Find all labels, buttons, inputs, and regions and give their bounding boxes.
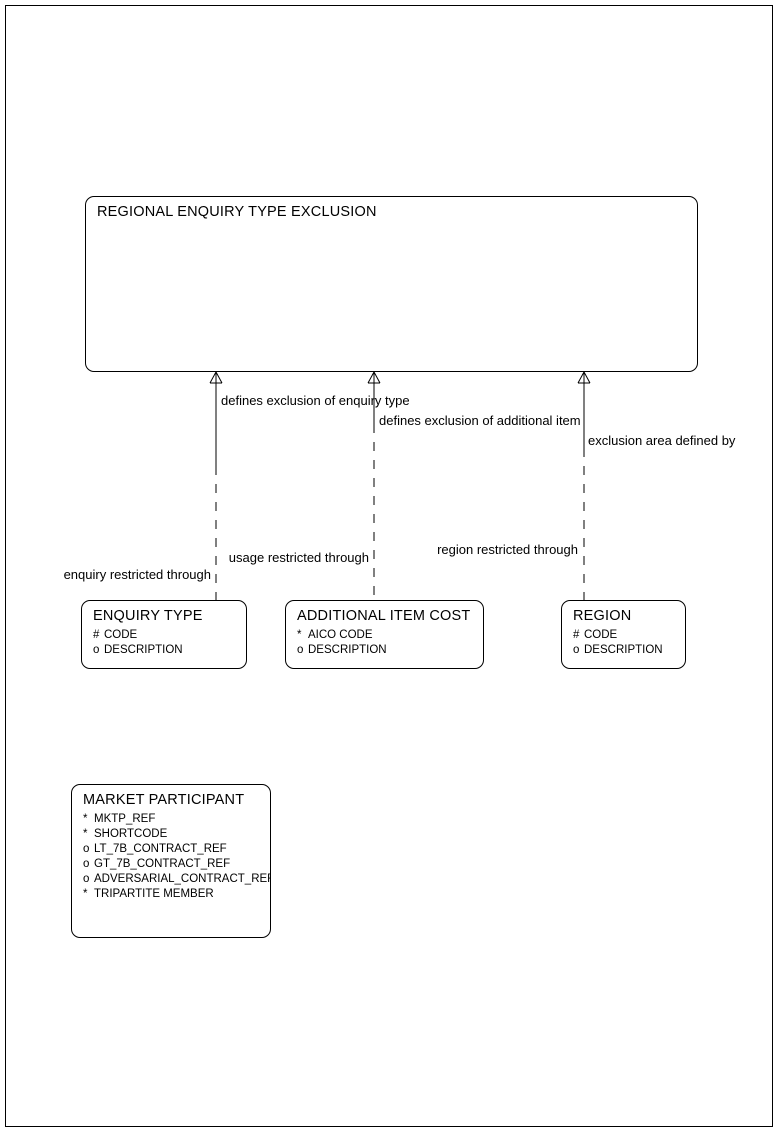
- attribute-row: * TRIPARTITE MEMBER: [83, 887, 270, 902]
- attribute-marker: #: [573, 629, 580, 641]
- attribute-row: o DESCRIPTION: [573, 643, 663, 658]
- attribute-list: * MKTP_REF * SHORTCODE o LT_7B_CONTRACT_REF…: [83, 812, 271, 902]
- attribute-row: o ADVERSARIAL_CONTRACT_REF: [83, 872, 271, 887]
- entity-region[interactable]: REGION # CODE o DESCRIPTION: [561, 600, 686, 669]
- attribute-marker: o: [573, 643, 580, 656]
- relationship-label-enquiry-restricted-through: enquiry restricted through: [63, 567, 211, 582]
- attribute-label: AICO CODE: [308, 629, 373, 641]
- attribute-marker: *: [83, 827, 88, 840]
- attribute-row: o DESCRIPTION: [297, 643, 387, 658]
- attribute-marker: o: [83, 842, 90, 855]
- attribute-marker: o: [83, 857, 90, 870]
- attribute-label: GT_7B_CONTRACT_REF: [94, 857, 231, 870]
- attribute-row: o LT_7B_CONTRACT_REF: [83, 842, 270, 857]
- attribute-marker: *: [83, 813, 88, 825]
- entity-enquiry-type[interactable]: ENQUIRY TYPE # CODE o DESCRIPTION: [81, 600, 247, 669]
- attribute-row: # CODE: [573, 628, 663, 643]
- relationship-enquiry-type-exclusion[interactable]: [209, 371, 223, 600]
- relationship-additional-item-exclusion[interactable]: [367, 371, 381, 600]
- entity-name: MARKET PARTICIPANT: [83, 792, 245, 808]
- attribute-label: DESCRIPTION: [104, 643, 183, 656]
- relationship-label-exclusion-area-defined-by: exclusion area defined by: [588, 433, 736, 448]
- attribute-label: CODE: [104, 629, 138, 641]
- attribute-row: * SHORTCODE: [83, 827, 270, 842]
- attribute-row: # CODE: [93, 628, 183, 643]
- relationship-label-region-restricted-through: region restricted through: [437, 542, 578, 557]
- crowfoot-prong-left: [577, 371, 585, 384]
- attribute-list: # CODE o DESCRIPTION: [573, 628, 663, 658]
- attribute-marker: *: [297, 629, 302, 641]
- attribute-marker: o: [83, 872, 90, 885]
- attribute-row: * MKTP_REF: [83, 812, 270, 827]
- crowfoot-prong-right: [583, 371, 591, 384]
- entity-name: ENQUIRY TYPE: [93, 608, 203, 624]
- entity-name: REGIONAL ENQUIRY TYPE EXCLUSION: [97, 204, 377, 220]
- attribute-row: o DESCRIPTION: [93, 643, 183, 658]
- attribute-label: MKTP_REF: [94, 813, 156, 825]
- relationship-label-defines-exclusion-enquiry-type: defines exclusion of enquiry type: [221, 393, 410, 408]
- attribute-marker: *: [83, 887, 88, 900]
- attribute-list: # CODE o DESCRIPTION: [93, 628, 183, 658]
- relationship-region-exclusion[interactable]: [577, 371, 591, 600]
- attribute-row: * AICO CODE: [297, 628, 387, 643]
- page-border: [5, 5, 773, 1127]
- entity-name: REGION: [573, 608, 632, 624]
- crowfoot-prong-right: [373, 371, 381, 384]
- attribute-marker: o: [297, 643, 304, 656]
- relationship-label-defines-exclusion-additional-item: defines exclusion of additional item: [379, 413, 581, 428]
- attribute-marker: o: [93, 643, 100, 656]
- crowfoot-prong-left: [209, 371, 217, 384]
- relationship-label-usage-restricted-through: usage restricted through: [228, 550, 369, 565]
- attribute-label: DESCRIPTION: [308, 643, 387, 656]
- attribute-label: SHORTCODE: [94, 827, 168, 840]
- attribute-label: CODE: [584, 629, 618, 641]
- attribute-list: * AICO CODE o DESCRIPTION: [297, 628, 387, 658]
- attribute-label: TRIPARTITE MEMBER: [94, 887, 214, 900]
- attribute-marker: #: [93, 629, 100, 641]
- crowfoot-prong-right: [215, 371, 223, 384]
- entity-name: ADDITIONAL ITEM COST: [297, 608, 471, 624]
- entity-regional-enquiry-type-exclusion[interactable]: REGIONAL ENQUIRY TYPE EXCLUSION: [85, 196, 698, 372]
- attribute-row: o GT_7B_CONTRACT_REF: [83, 857, 270, 872]
- entity-market-participant[interactable]: MARKET PARTICIPANT * MKTP_REF * SHORTCODE …: [71, 784, 271, 938]
- attribute-label: ADVERSARIAL_CONTRACT_REF: [94, 872, 271, 885]
- attribute-label: LT_7B_CONTRACT_REF: [94, 842, 227, 855]
- attribute-label: DESCRIPTION: [584, 643, 663, 656]
- entity-additional-item-cost[interactable]: ADDITIONAL ITEM COST * AICO CODE o DESCRIP…: [285, 600, 484, 669]
- crowfoot-prong-left: [367, 371, 375, 384]
